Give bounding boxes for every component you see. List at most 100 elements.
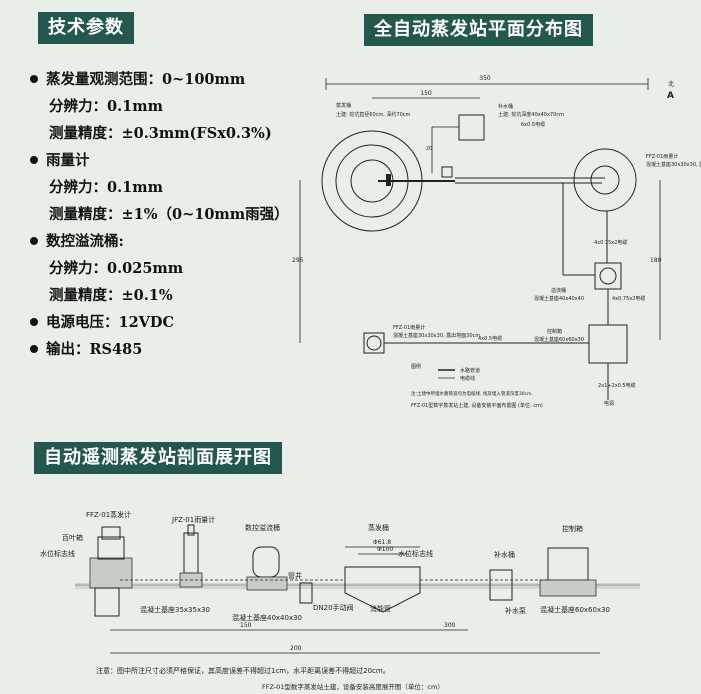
label-dia-2: Φ100 bbox=[377, 546, 393, 553]
spec-text: 测量精度：±1%（0~10mm雨强） bbox=[49, 206, 289, 223]
supply-box bbox=[458, 114, 485, 141]
bullet-icon bbox=[30, 237, 38, 245]
spec-row: 分辨力：0.1mm bbox=[30, 93, 289, 120]
label-pump: 补水泵 bbox=[505, 606, 526, 615]
overflow-label: 溢流桶 bbox=[551, 287, 566, 294]
control-note: 混凝土基座60x60x30 bbox=[534, 336, 584, 343]
control-cabinet bbox=[547, 547, 589, 581]
dim-side: 20 bbox=[426, 146, 432, 152]
rain-ring-outer bbox=[573, 148, 637, 212]
section-note: 注意：图中所注尺寸必须严格保证，其高度误差不得超过1cm，水平距离误差不得超过2… bbox=[96, 666, 390, 675]
rain-small-note: 混凝土基座30x30x30, 露出地面30cm bbox=[393, 332, 480, 339]
rain-label: FFZ-01雨量计 bbox=[646, 153, 678, 160]
dim-inner: 150 bbox=[420, 90, 432, 97]
plan-caption: FFZ-01型数字蒸发站土建, 设备安装平面布置图 (单位: cm) bbox=[411, 402, 543, 409]
rain-ring-inner bbox=[590, 165, 620, 195]
evap-pan bbox=[344, 566, 421, 613]
label-evaporator-unit: FFZ-01蒸发计 bbox=[86, 510, 131, 519]
control-label: 控制箱 bbox=[547, 328, 562, 335]
power-note: 2x1+2x0.5电缆 bbox=[598, 382, 636, 389]
label-dia-1: Φ61.8 bbox=[373, 539, 391, 546]
cable-note-2: 4x0.75x2电缆 bbox=[612, 295, 645, 302]
bullet-icon bbox=[30, 345, 38, 353]
dim-left: 295 bbox=[292, 257, 304, 264]
spec-text: 电源电压：12VDC bbox=[46, 314, 175, 331]
label-water-line-right: 水位标志线 bbox=[398, 549, 433, 558]
label-rain: JFZ-01雨量计 bbox=[171, 515, 215, 524]
plan-header: 全自动蒸发站平面分布图 bbox=[364, 14, 593, 46]
north-arrow-icon: A bbox=[667, 91, 674, 101]
dim-top: 350 bbox=[479, 75, 491, 82]
spec-list: 蒸发量观测范围：0~100mm 分辨力：0.1mm 测量精度：±0.3mm(FSx0… bbox=[30, 66, 289, 363]
label-water-line-left: 水位标志线 bbox=[40, 549, 75, 558]
label-supply: 补水桶 bbox=[494, 550, 515, 559]
section-caption: FFZ-01型数字蒸发站土建，设备安装高度展开图（单位：cm） bbox=[262, 682, 444, 691]
supply-bucket bbox=[489, 569, 513, 601]
label-base-1: 混凝土基座35x35x30 bbox=[140, 605, 210, 614]
power-label: 电源 bbox=[604, 400, 614, 407]
bullet-icon bbox=[30, 75, 38, 83]
legend-title: 图例 bbox=[411, 363, 421, 370]
spec-text: 分辨力：0.1mm bbox=[49, 98, 163, 115]
bullet-icon bbox=[30, 318, 38, 326]
pipe-note: 6x0.5电缆 bbox=[521, 121, 545, 128]
label-pipe: 管井 bbox=[288, 571, 302, 580]
spec-text: 雨量计 bbox=[46, 152, 90, 169]
dim-a: 150 bbox=[240, 622, 252, 629]
label-valve: DN20手动阀 bbox=[313, 603, 354, 612]
label-base-3: 混凝土基座60x60x30 bbox=[540, 605, 610, 614]
spec-text: 输出：RS485 bbox=[46, 341, 143, 358]
spec-row: 测量精度：±0.3mm(FSx0.3%) bbox=[30, 120, 289, 147]
control-base bbox=[539, 579, 597, 597]
spec-row: 测量精度：±0.1% bbox=[30, 282, 289, 309]
spec-row: 蒸发量观测范围：0~100mm bbox=[30, 66, 289, 93]
spec-row: 雨量计 bbox=[30, 147, 289, 174]
spec-row: 数控溢流桶: bbox=[30, 228, 289, 255]
spec-row: 分辨力：0.1mm bbox=[30, 174, 289, 201]
label-base-2: 混凝土基座40x40x30 bbox=[232, 613, 302, 622]
spec-text: 分辨力：0.1mm bbox=[49, 179, 163, 196]
spec-row: 输出：RS485 bbox=[30, 336, 289, 363]
dim-right: 180 bbox=[650, 257, 662, 264]
bullet-icon bbox=[30, 156, 38, 164]
label-drain: 消能管 bbox=[370, 604, 391, 613]
rain-small-label: FFZ-01雨量计 bbox=[393, 324, 425, 331]
legend-item-1: 水路管道 bbox=[460, 367, 480, 374]
north-label: 北 bbox=[668, 80, 674, 88]
pipe-well bbox=[299, 582, 313, 604]
evaporator-sensor bbox=[386, 174, 391, 186]
spec-text: 测量精度：±0.3mm(FSx0.3%) bbox=[49, 125, 272, 142]
rain-note: 混凝土基座30x30x30, 露出地面30cm bbox=[646, 161, 701, 168]
spec-text: 分辨力：0.025mm bbox=[49, 260, 184, 277]
dim-b: 300 bbox=[444, 622, 456, 629]
rain-gauge-body bbox=[183, 532, 199, 574]
label-control: 控制箱 bbox=[562, 524, 583, 533]
supply-label: 补水桶 bbox=[498, 103, 513, 110]
dim-c: 200 bbox=[290, 645, 302, 652]
spec-row: 电源电压：12VDC bbox=[30, 309, 289, 336]
specs-header: 技术参数 bbox=[38, 12, 134, 44]
overflow-bucket bbox=[252, 546, 280, 578]
evaporator-note: 土建: 挖坑直径60cm, 深约70cm bbox=[336, 111, 411, 118]
louver-box bbox=[97, 536, 125, 560]
label-overflow: 数控溢流桶 bbox=[245, 523, 280, 532]
spec-text: 数控溢流桶: bbox=[46, 233, 124, 250]
left-base bbox=[89, 557, 133, 589]
supply-note: 土建: 挖坑深度40x40x70cm bbox=[498, 111, 564, 118]
overflow-note: 混凝土基座40x40x40 bbox=[534, 295, 584, 302]
spec-row: 分辨力：0.025mm bbox=[30, 255, 289, 282]
legend-item-2: 电缆线 bbox=[460, 375, 475, 382]
rain-cable: 4x0.5电缆 bbox=[478, 335, 502, 342]
label-evap-pan: 蒸发桶 bbox=[368, 523, 389, 532]
spec-text: 测量精度：±0.1% bbox=[49, 287, 173, 304]
spec-row: 测量精度：±1%（0~10mm雨强） bbox=[30, 201, 289, 228]
overflow-base bbox=[246, 576, 288, 591]
legend-note: 注:土建中所埋水路管道均为电缆线, 线及埋入管道深度30cm. bbox=[411, 390, 533, 397]
spec-text: 蒸发量观测范围：0~100mm bbox=[46, 71, 246, 88]
evaporator-label: 蒸发桶 bbox=[336, 102, 351, 109]
valve-box bbox=[441, 166, 453, 178]
section-header: 自动遥测蒸发站剖面展开图 bbox=[34, 442, 282, 474]
cable-note-1: 4x0.75x2电缆 bbox=[594, 239, 627, 246]
